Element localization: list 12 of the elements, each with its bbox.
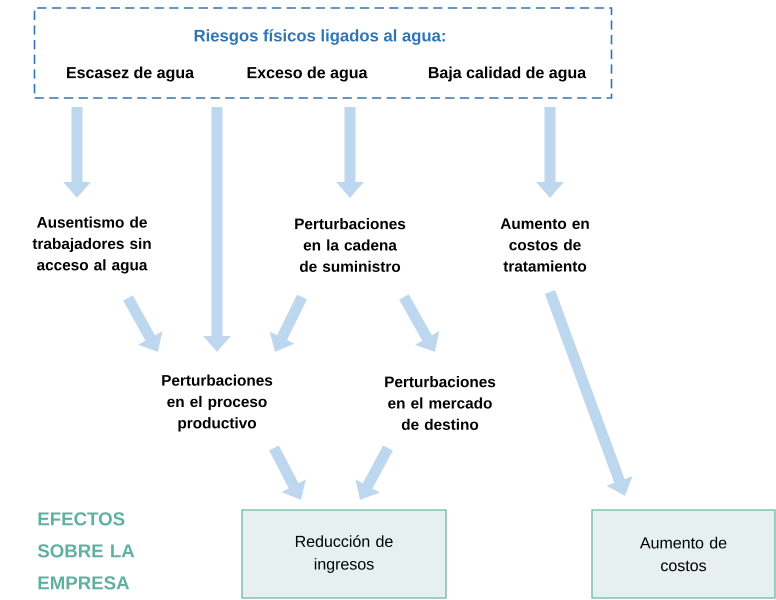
result-box: Aumento de costos: [591, 509, 776, 599]
effect-text: Aumento en costos de tratamiento: [500, 218, 589, 272]
heading: Riesgos físicos ligados al agua:: [194, 29, 445, 45]
effect-text: Ausentismo de trabajadores sin acceso al agua: [32, 216, 151, 274]
risk-label: Baja calidad de agua: [428, 66, 586, 82]
risk-label: Exceso de agua: [248, 66, 368, 82]
section-label: EFECTOS SOBRE LA EMPRESA: [38, 512, 134, 590]
effect-text: Perturbaciones en la cadena de suministro: [295, 218, 406, 272]
risk-label: Escasez de agua: [67, 66, 194, 82]
effect-text: Perturbaciones en el proceso productivo: [162, 374, 272, 432]
result-box: Reducción de ingresos: [241, 509, 447, 599]
effect-text: Perturbaciones en el mercado de destino: [385, 376, 496, 430]
